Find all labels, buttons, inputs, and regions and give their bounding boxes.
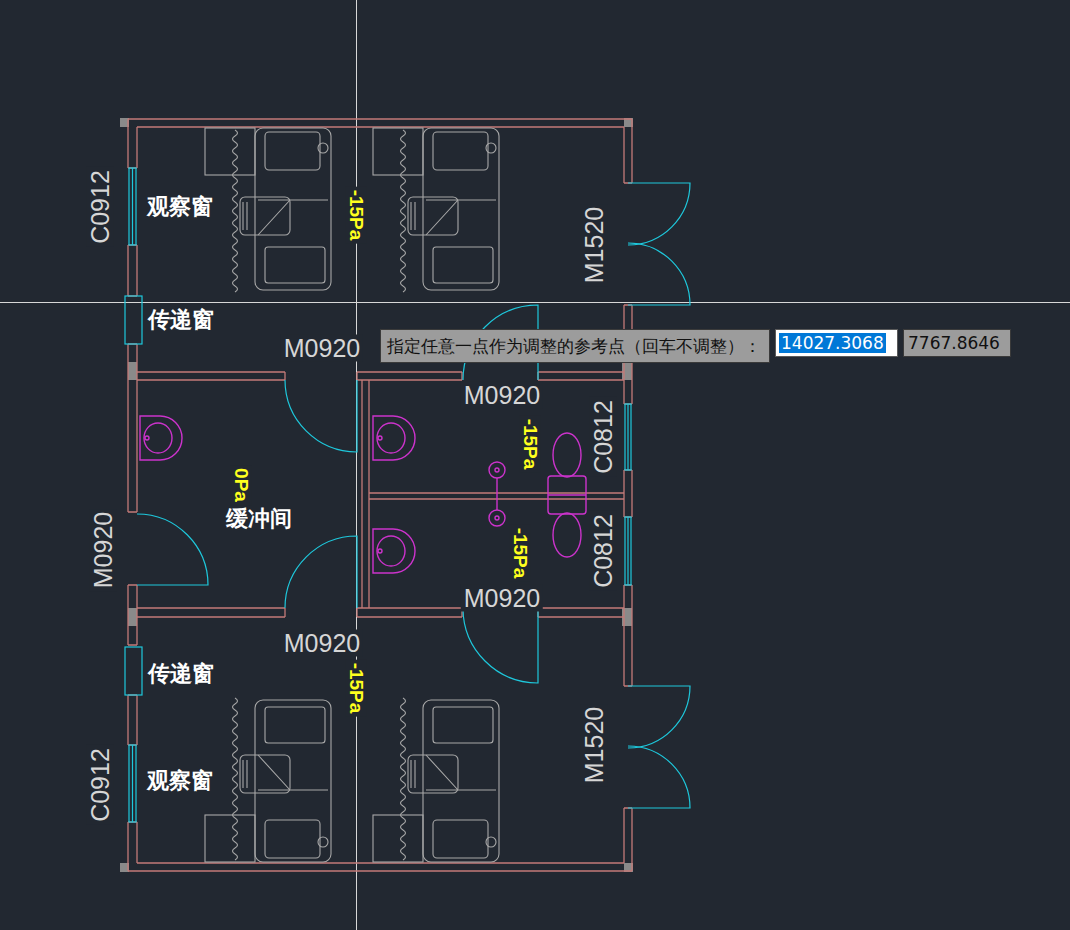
sanitary-fixture xyxy=(373,529,415,573)
door-swing xyxy=(463,608,538,683)
wall xyxy=(624,183,632,808)
door-window-tag: M1520 xyxy=(581,204,608,286)
sanitary-fixture xyxy=(378,436,382,440)
bed-set xyxy=(205,128,499,292)
door-swing xyxy=(628,686,690,748)
room-label: 缓冲间 xyxy=(223,507,295,531)
door-swing xyxy=(137,514,208,585)
drain-pipe xyxy=(496,478,497,510)
window xyxy=(129,168,136,245)
door-window-tag: M0920 xyxy=(281,335,363,362)
pressure-label: -15Pa xyxy=(346,660,367,717)
toilet xyxy=(553,513,581,557)
coordinate-value: 7767.8646 xyxy=(908,333,1000,353)
prompt-text: 指定任意一点作为调整的参考点（回车不调整）： xyxy=(387,336,761,356)
floor-drain xyxy=(495,468,499,472)
room-label: 观察窗 xyxy=(144,769,216,793)
column xyxy=(128,362,137,380)
toilet xyxy=(553,433,581,477)
pass-window xyxy=(125,647,142,695)
coordinate-input: 14027.3068 xyxy=(775,329,898,357)
wall xyxy=(137,372,624,380)
door-swing xyxy=(628,183,690,245)
door-window-tag: C0912 xyxy=(87,167,114,247)
door-window-tag: M1520 xyxy=(581,704,608,786)
crosshair-line xyxy=(356,0,357,930)
wall xyxy=(623,127,624,863)
floor-drain xyxy=(489,462,505,478)
sanitary-fixture xyxy=(144,423,172,453)
furniture xyxy=(205,128,499,862)
door-window-tag: M0920 xyxy=(461,382,543,409)
sanitary-fixture xyxy=(377,423,405,453)
sanitary-fixture xyxy=(373,416,415,460)
toilet xyxy=(548,494,586,495)
room-label: 传递窗 xyxy=(145,662,217,686)
door-window-tag: M0920 xyxy=(90,509,117,591)
bed-set xyxy=(205,698,499,862)
sanitary-fixture xyxy=(145,436,149,440)
door-window-tag: C0912 xyxy=(87,745,114,825)
pressure-label: -15Pa xyxy=(346,187,367,244)
wall xyxy=(362,380,369,608)
door-swing xyxy=(628,746,690,808)
coordinate-value: 14027.3068 xyxy=(779,333,886,353)
room-label: 传递窗 xyxy=(145,308,217,332)
crosshair-line xyxy=(0,302,1070,303)
toilet xyxy=(548,476,586,514)
column xyxy=(128,608,137,626)
room-label: 观察窗 xyxy=(144,195,216,219)
pressure-label: -15Pa xyxy=(510,525,531,582)
bed-set xyxy=(205,698,499,862)
window xyxy=(129,745,136,822)
pressure-label: -15Pa xyxy=(520,416,541,473)
coordinate-input: 7767.8646 xyxy=(903,329,1011,357)
door-swing xyxy=(628,243,690,305)
sanitary-fixture xyxy=(378,549,382,553)
door-swing xyxy=(285,380,357,452)
floor-drain xyxy=(489,510,505,526)
wall xyxy=(128,119,632,871)
window xyxy=(627,517,628,585)
pass-window xyxy=(125,296,142,344)
sanitary-fixture xyxy=(140,416,182,460)
column xyxy=(120,118,633,872)
door-swing xyxy=(137,183,690,808)
window xyxy=(132,745,133,822)
sanitary-fixture xyxy=(377,536,405,566)
door-swing xyxy=(285,536,357,608)
window xyxy=(625,404,631,470)
pressure-label: 0Pa xyxy=(231,465,252,505)
command-prompt: 指定任意一点作为调整的参考点（回车不调整）： xyxy=(380,329,770,363)
window xyxy=(132,168,133,245)
window xyxy=(625,517,631,585)
door-window-tag: M0920 xyxy=(281,630,363,657)
wall xyxy=(128,119,632,871)
door-window-tag: C0812 xyxy=(590,511,617,591)
wall xyxy=(128,168,137,822)
floor-drain xyxy=(495,516,499,520)
wall xyxy=(137,608,624,617)
window xyxy=(627,404,628,470)
door-window-tag: M0920 xyxy=(461,585,543,612)
wall xyxy=(631,119,632,871)
window xyxy=(125,168,631,822)
door-window-tag: C0812 xyxy=(590,397,617,477)
